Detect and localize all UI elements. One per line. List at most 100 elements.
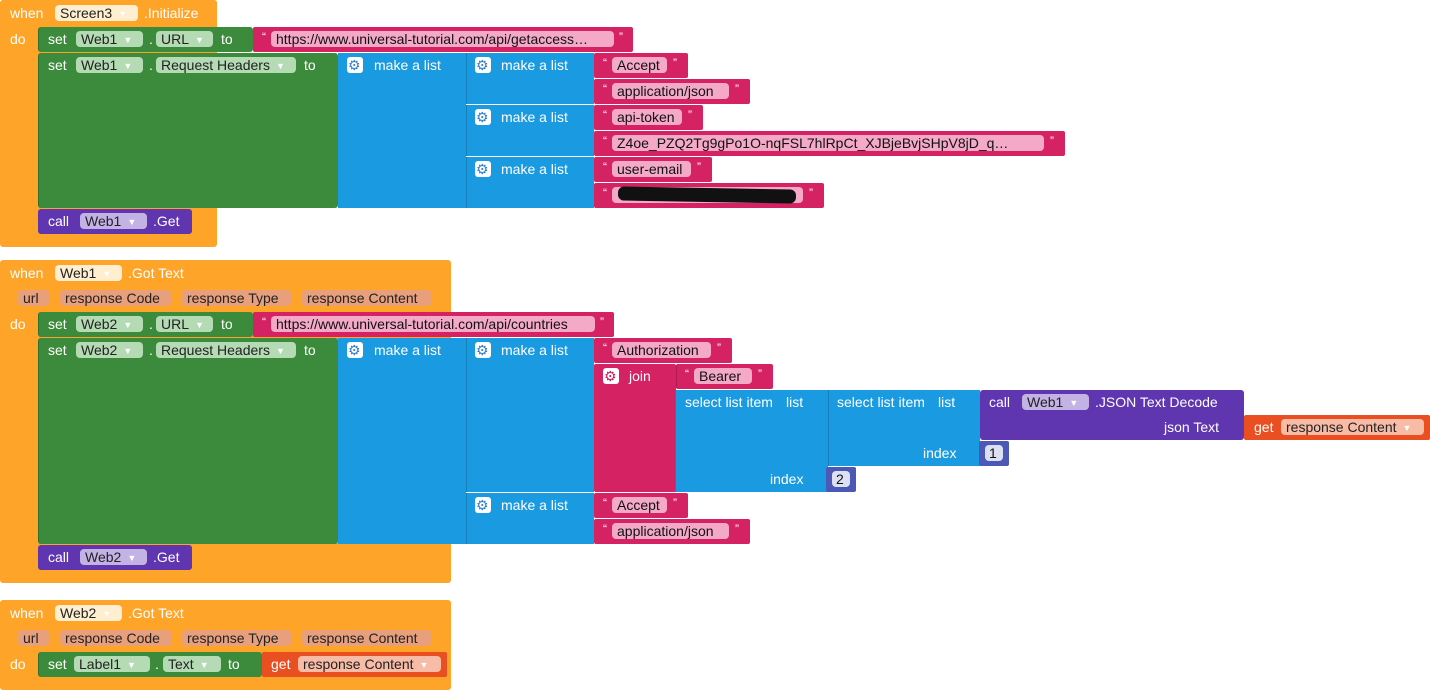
make-a-list-label: make a list [374,57,441,73]
make-a-list-label: make a list [501,57,568,73]
param-url[interactable]: url [18,630,49,646]
chevron-down-icon: ▼ [127,660,136,670]
when-label: when [10,5,44,21]
quote-icon: ” [619,30,623,44]
quote-icon: ” [1050,134,1054,148]
number-field-2[interactable]: 2 [832,471,850,487]
accept-text-field[interactable]: Accept [612,57,667,73]
chevron-down-icon: ▼ [127,217,137,227]
component-dropdown-web2[interactable]: Web2▼ [76,316,143,332]
mutator-gear-icon[interactable] [475,160,491,178]
make-a-list-label: make a list [501,497,568,513]
token-value-text-field[interactable]: Z4oe_PZQ2Tg9gPo1O-nqFSL7hlRpCt_XJBjeBvjS… [612,135,1044,151]
make-a-list-label: make a list [501,109,568,125]
component-dropdown-web1[interactable]: Web1▼ [55,265,122,281]
chevron-down-icon: ▼ [102,269,112,279]
quote-icon: ” [600,315,604,329]
make-a-list-block-outer[interactable] [338,338,466,544]
authorization-text-field[interactable]: Authorization [612,342,711,358]
quote-icon: “ [603,522,607,536]
component-dropdown-web1[interactable]: Web1▼ [80,213,147,229]
join-label: join [629,368,651,384]
component-dropdown-web2[interactable]: Web2▼ [76,342,143,358]
when-label: when [10,605,44,621]
property-dropdown-url[interactable]: URL▼ [156,316,213,332]
chevron-down-icon: ▼ [118,9,128,19]
mutator-gear-icon[interactable] [475,496,491,514]
quote-icon: “ [603,134,607,148]
method-label: .JSON Text Decode [1095,394,1218,410]
make-a-list-block-outer[interactable] [338,53,466,208]
param-response-code[interactable]: response Code [60,630,171,646]
component-dropdown-web1[interactable]: Web1▼ [1022,394,1089,410]
call-label: call [48,213,70,229]
do-label: do [10,656,26,672]
quote-icon: “ [262,315,266,329]
mutator-gear-icon[interactable] [475,56,491,74]
dot-label: . [155,656,159,672]
variable-dropdown-response-content[interactable]: response Content▼ [1281,419,1424,435]
chevron-down-icon: ▼ [102,609,112,619]
list-label: list [938,394,956,410]
bearer-text-field[interactable]: Bearer [694,368,752,384]
select-list-item-block-inner[interactable] [828,390,980,466]
component-dropdown-label1[interactable]: Label1▼ [74,656,150,672]
event-name-label: .Initialize [144,5,199,21]
mutator-gear-icon[interactable] [347,341,363,359]
property-dropdown-request-headers[interactable]: Request Headers▼ [156,342,296,358]
property-dropdown-text[interactable]: Text▼ [163,656,221,672]
variable-dropdown-response-content[interactable]: response Content▼ [298,656,441,672]
to-label: to [221,316,233,332]
make-a-list-label: make a list [501,161,568,177]
param-url[interactable]: url [18,290,49,306]
join-block[interactable] [594,364,676,492]
number-field-1[interactable]: 1 [985,445,1003,461]
mutator-gear-icon[interactable] [603,367,619,385]
to-label: to [304,342,316,358]
quote-icon: ” [735,82,739,96]
mutator-gear-icon[interactable] [347,56,363,74]
countries-url-text-field[interactable]: https://www.universal-tutorial.com/api/c… [271,316,595,332]
param-response-content[interactable]: response Content [302,290,431,306]
url-text-field[interactable]: https://www.universal-tutorial.com/api/g… [271,31,614,47]
property-dropdown-url[interactable]: URL▼ [156,31,213,47]
accept-text-field[interactable]: Accept [612,497,667,513]
mutator-gear-icon[interactable] [475,108,491,126]
param-response-type[interactable]: response Type [182,290,291,306]
api-token-text-field[interactable]: api-token [612,109,682,125]
application-json-text-field[interactable]: application/json [612,83,729,99]
call-label: call [48,549,70,565]
set-web2-url-block[interactable] [38,312,253,337]
quote-icon: ” [673,496,677,510]
user-email-text-field[interactable]: user-email [612,161,691,177]
select-list-item-block-outer[interactable] [675,390,828,492]
method-label: .Get [153,549,180,565]
set-label: set [48,316,67,332]
chevron-down-icon: ▼ [199,660,209,670]
param-response-type[interactable]: response Type [182,630,291,646]
set-web1-request-headers-block[interactable] [38,53,338,208]
set-label: set [48,342,67,358]
application-json-text-field[interactable]: application/json [612,523,729,539]
component-dropdown-web2[interactable]: Web2▼ [55,605,122,621]
do-label: do [10,316,26,332]
dot-label: . [149,342,153,358]
quote-icon: “ [603,82,607,96]
set-web1-url-block[interactable] [38,27,253,52]
param-response-code[interactable]: response Code [60,290,171,306]
do-label: do [10,31,26,47]
mutator-gear-icon[interactable] [475,341,491,359]
property-dropdown-request-headers[interactable]: Request Headers▼ [156,57,296,73]
to-label: to [228,656,240,672]
set-web2-request-headers-block[interactable] [38,338,338,544]
quote-icon: “ [603,496,607,510]
make-a-list-block-authorization[interactable] [466,338,594,492]
quote-icon: “ [603,186,607,200]
quote-icon: “ [603,341,607,355]
component-dropdown-web1[interactable]: Web1▼ [76,57,143,73]
component-dropdown-web2[interactable]: Web2▼ [80,549,147,565]
component-dropdown-screen3[interactable]: Screen3▼ [55,5,138,21]
component-dropdown-web1[interactable]: Web1▼ [76,31,143,47]
param-response-content[interactable]: response Content [302,630,431,646]
dot-label: . [149,31,153,47]
